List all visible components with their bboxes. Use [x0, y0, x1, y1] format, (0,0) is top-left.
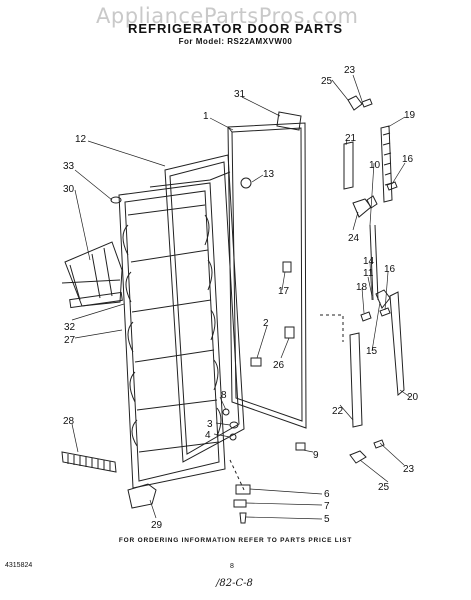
callout-23-top: 23: [344, 65, 356, 76]
door-gasket: [164, 154, 245, 463]
callout-15: 15: [366, 346, 378, 357]
callout-3: 3: [207, 419, 213, 430]
callout-12: 12: [75, 134, 87, 145]
fastener-17: [282, 261, 292, 273]
callout-16-top: 16: [402, 154, 414, 165]
callout-14: 14: [363, 256, 375, 267]
callout-4: 4: [205, 430, 211, 441]
kickplate-grille: [61, 451, 117, 473]
hinge-bracket-15: [375, 289, 391, 309]
callout-17: 17: [278, 286, 290, 297]
callout-13: 13: [263, 169, 275, 180]
document-id: 4315824: [5, 562, 33, 569]
callout-19: 19: [404, 110, 416, 121]
door-strip-22: [349, 332, 363, 428]
callout-33: 33: [63, 161, 75, 172]
bushing-7: [233, 499, 247, 508]
handle-rod: [369, 224, 374, 301]
page-number: 8: [230, 563, 234, 570]
watermark: AppliancePartsPros.com: [96, 4, 359, 28]
screw-18: [360, 311, 372, 322]
callout-16-bottom: 16: [384, 264, 396, 275]
screw-13: [240, 177, 252, 189]
clip-9: [295, 442, 306, 451]
callout-1: 1: [203, 111, 209, 122]
hinge-pin-6: [235, 484, 251, 495]
screw-16-top: [386, 181, 398, 191]
screw-23-bottom: [373, 439, 385, 449]
callout-22: 22: [332, 406, 344, 417]
model-subtitle: For Model: RS22AMXVW00: [178, 37, 293, 46]
callout-25-top: 25: [321, 76, 333, 87]
callout-9: 9: [313, 450, 319, 461]
callout-30: 30: [63, 184, 75, 195]
door-stop-block: [127, 483, 157, 509]
callout-18: 18: [356, 282, 368, 293]
callout-20: 20: [407, 392, 419, 403]
diagram-title: REFRIGERATOR DOOR PARTS: [127, 21, 344, 36]
door-strip-19: [380, 125, 393, 203]
callout-21: 21: [345, 133, 357, 144]
fastener-2: [250, 357, 262, 367]
screw-cap-25-bottom: [349, 450, 367, 464]
handwritten-note: /82-C-8: [216, 578, 253, 589]
callout-10: 10: [369, 160, 381, 171]
callout-5: 5: [324, 514, 330, 525]
screw-33: [110, 196, 122, 204]
callout-29: 29: [151, 520, 163, 531]
callout-27: 27: [64, 335, 76, 346]
callout-23-bottom: 23: [403, 464, 415, 475]
callout-leaders: [71, 74, 411, 520]
top-hinge-line: [149, 171, 231, 188]
screw-cap-25-top: [347, 95, 363, 111]
callout-2: 2: [263, 318, 269, 329]
callout-32: 32: [64, 322, 76, 333]
fastener-26: [284, 326, 295, 339]
door-inner-liner: [118, 182, 226, 489]
callout-6: 6: [324, 489, 330, 500]
callout-11: 11: [363, 268, 374, 279]
ordering-footer: FOR ORDERING INFORMATION REFER TO PARTS …: [118, 537, 353, 544]
callout-8: 8: [221, 390, 227, 401]
bin-rail: [69, 291, 123, 309]
label-plate: [276, 111, 302, 131]
callout-26: 26: [273, 360, 285, 371]
callout-24: 24: [348, 233, 360, 244]
screw-8: [222, 408, 230, 416]
callout-labels: 1 2 3 4 5 6 7 8 9 10 11 12 13 14 15 16 1…: [63, 65, 419, 531]
callout-25-bottom: 25: [378, 482, 390, 493]
callout-31: 31: [234, 89, 246, 100]
screw-23-top: [361, 98, 373, 108]
door-strip-21: [343, 141, 354, 190]
callout-28: 28: [63, 416, 75, 427]
handle-bar: [389, 291, 405, 397]
callout-7: 7: [324, 501, 330, 512]
screw-5: [239, 512, 247, 524]
